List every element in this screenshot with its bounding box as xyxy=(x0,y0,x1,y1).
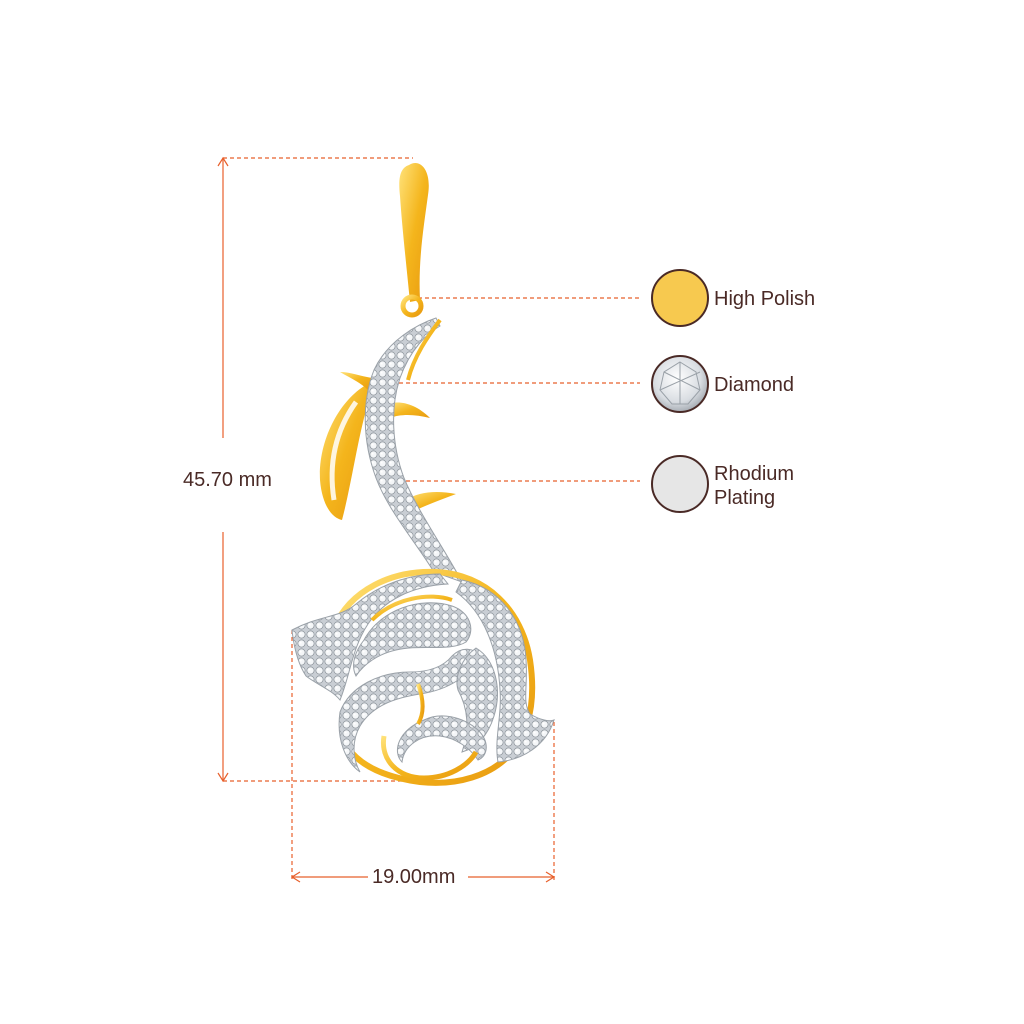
rhodium-swatch-icon xyxy=(651,455,709,513)
height-dimension-line xyxy=(217,156,413,783)
legend-label-diamond: Diamond xyxy=(714,374,795,396)
pendant-lower-curl xyxy=(396,715,487,764)
diamond-swatch-icon xyxy=(651,355,709,413)
pendant-bail xyxy=(399,163,429,302)
legend-label-high-polish: High Polish xyxy=(714,288,816,310)
pendant-inner-swirl xyxy=(353,602,472,677)
width-dimension-label: 19.00mm xyxy=(370,865,458,889)
pendant-left-leaf xyxy=(319,385,370,520)
legend-label-rhodium-plating: Rhodium Plating xyxy=(714,463,795,509)
pendant-illustration xyxy=(291,163,555,786)
gold-swatch-icon xyxy=(651,269,709,327)
pendant-thorn xyxy=(388,402,430,418)
pendant-diamond-stem xyxy=(364,317,464,583)
legend-leader-lines xyxy=(378,297,640,482)
width-dimension-line xyxy=(290,630,556,883)
pendant-right-petal xyxy=(455,579,555,763)
pendant-rose-gold-frame xyxy=(331,568,536,786)
height-dimension-label: 45.70 mm xyxy=(183,469,272,491)
pendant-jump-ring xyxy=(400,294,424,318)
